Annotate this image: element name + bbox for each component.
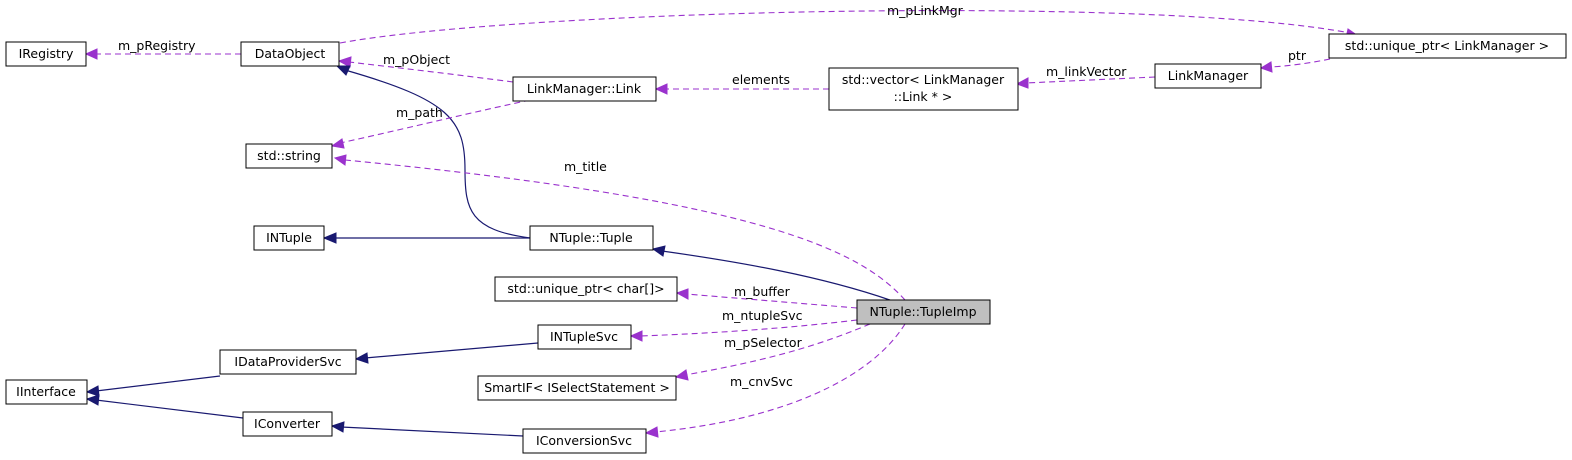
arrowhead-m-pRegistry bbox=[84, 48, 98, 60]
svg-text:IConversionSvc: IConversionSvc bbox=[536, 433, 632, 448]
svg-text:IInterface: IInterface bbox=[16, 384, 76, 399]
arrowhead-iconversionsvc-iconverter bbox=[330, 421, 345, 433]
edge-iconverter-iinterface bbox=[95, 399, 244, 419]
edge-labels: m_pLinkMgr m_pRegistry m_pObject element… bbox=[118, 3, 1307, 389]
node-ntuple-tupleimp[interactable]: NTuple::TupleImp bbox=[856, 299, 991, 325]
arrowhead-intuplesvc-idataprovidersvc bbox=[354, 352, 369, 364]
node-std-string[interactable]: std::string bbox=[245, 143, 333, 169]
edge-tuple-dataobject bbox=[344, 69, 531, 239]
svg-text:NTuple::Tuple: NTuple::Tuple bbox=[549, 230, 633, 245]
svg-text:LinkManager::Link: LinkManager::Link bbox=[527, 81, 642, 96]
edges bbox=[84, 10, 1360, 438]
edge-m-pLinkMgr bbox=[339, 10, 1351, 44]
arrowhead-elements bbox=[654, 83, 668, 95]
svg-text:IDataProviderSvc: IDataProviderSvc bbox=[234, 354, 341, 369]
arrowhead-m-cnvSvc bbox=[644, 426, 659, 438]
node-ntuple-tuple[interactable]: NTuple::Tuple bbox=[529, 225, 654, 251]
edge-m-title bbox=[344, 159, 906, 301]
arrowhead-tupleimp-tuple bbox=[651, 245, 666, 257]
label-m-pObject: m_pObject bbox=[383, 52, 450, 67]
svg-text:SmartIF< ISelectStatement >: SmartIF< ISelectStatement > bbox=[484, 380, 670, 395]
label-m-path: m_path bbox=[396, 105, 443, 120]
svg-text:LinkManager: LinkManager bbox=[1168, 68, 1249, 83]
edge-m-pSelector bbox=[684, 323, 871, 376]
node-iconverter[interactable]: IConverter bbox=[242, 411, 333, 437]
label-m-buffer: m_buffer bbox=[734, 284, 791, 299]
node-dataobject[interactable]: DataObject bbox=[240, 41, 340, 67]
arrowhead-tuple-intuple bbox=[322, 232, 337, 244]
svg-text:INTuple: INTuple bbox=[266, 230, 312, 245]
node-vector-link[interactable]: std::vector< LinkManager ::Link * > bbox=[828, 67, 1019, 111]
arrowhead-tuple-dataobject bbox=[335, 65, 351, 76]
arrowhead-m-pSelector bbox=[674, 369, 689, 381]
label-ptr: ptr bbox=[1288, 48, 1307, 63]
edge-ptr bbox=[1269, 58, 1331, 68]
svg-text:INTupleSvc: INTupleSvc bbox=[550, 329, 618, 344]
label-m-title: m_title bbox=[564, 159, 607, 174]
arrowhead-m-buffer bbox=[675, 288, 689, 300]
svg-text:NTuple::TupleImp: NTuple::TupleImp bbox=[869, 304, 976, 319]
svg-text:std::unique_ptr< LinkManager >: std::unique_ptr< LinkManager > bbox=[1345, 38, 1549, 53]
arrowhead-m-path bbox=[330, 138, 345, 149]
arrowhead-ptr bbox=[1259, 61, 1273, 73]
arrowhead-m-ntupleSvc bbox=[629, 330, 643, 342]
node-intuplesvc[interactable]: INTupleSvc bbox=[537, 324, 632, 350]
label-m-ntupleSvc: m_ntupleSvc bbox=[722, 308, 803, 323]
edge-tupleimp-tuple bbox=[661, 250, 891, 301]
node-unique-ptr-linkmanager[interactable]: std::unique_ptr< LinkManager > bbox=[1328, 33, 1567, 59]
label-m-pRegistry: m_pRegistry bbox=[118, 38, 196, 53]
node-iinterface[interactable]: IInterface bbox=[5, 379, 88, 405]
label-m-linkVector: m_linkVector bbox=[1046, 64, 1127, 79]
node-smartif-iselectstatement[interactable]: SmartIF< ISelectStatement > bbox=[477, 375, 677, 401]
node-linkmanager[interactable]: LinkManager bbox=[1154, 63, 1262, 89]
arrowhead-iconverter-iinterface bbox=[85, 394, 100, 406]
edge-m-buffer bbox=[685, 293, 858, 309]
svg-text:::Link * >: ::Link * > bbox=[894, 89, 953, 104]
edge-m-pObject bbox=[348, 61, 514, 83]
edge-intuplesvc-idataprovidersvc bbox=[364, 342, 539, 359]
svg-text:std::unique_ptr< char[]>: std::unique_ptr< char[]> bbox=[507, 281, 664, 296]
node-idataprovidersvc[interactable]: IDataProviderSvc bbox=[219, 349, 357, 375]
edge-idataprovidersvc-iinterface bbox=[95, 375, 221, 392]
svg-text:IRegistry: IRegistry bbox=[19, 46, 74, 61]
nodes: IRegistry DataObject std::unique_ptr< Li… bbox=[5, 33, 1567, 454]
edge-m-cnvSvc bbox=[654, 323, 906, 433]
edge-iconversionsvc-iconverter bbox=[340, 426, 524, 437]
node-linkmanager-link[interactable]: LinkManager::Link bbox=[512, 76, 657, 102]
label-m-cnvSvc: m_cnvSvc bbox=[730, 374, 793, 389]
node-unique-ptr-char[interactable]: std::unique_ptr< char[]> bbox=[494, 276, 678, 302]
svg-text:std::vector< LinkManager: std::vector< LinkManager bbox=[842, 72, 1005, 87]
arrowhead-m-linkVector bbox=[1015, 77, 1029, 89]
arrowhead-idataprovidersvc-iinterface bbox=[85, 385, 100, 397]
svg-text:std::string: std::string bbox=[257, 148, 321, 163]
arrowhead-m-title bbox=[333, 154, 347, 166]
svg-text:IConverter: IConverter bbox=[254, 416, 321, 431]
node-iconversionsvc[interactable]: IConversionSvc bbox=[522, 428, 647, 454]
arrowhead-m-pObject bbox=[337, 56, 352, 68]
edge-m-linkVector bbox=[1025, 76, 1156, 84]
node-intuple[interactable]: INTuple bbox=[253, 225, 325, 251]
label-m-pLinkMgr: m_pLinkMgr bbox=[887, 3, 964, 18]
edge-m-ntupleSvc bbox=[639, 319, 858, 337]
label-m-pSelector: m_pSelector bbox=[724, 335, 803, 350]
node-iregistry[interactable]: IRegistry bbox=[5, 41, 87, 67]
edge-m-path bbox=[339, 99, 531, 144]
svg-text:DataObject: DataObject bbox=[255, 46, 326, 61]
label-elements: elements bbox=[732, 72, 790, 87]
